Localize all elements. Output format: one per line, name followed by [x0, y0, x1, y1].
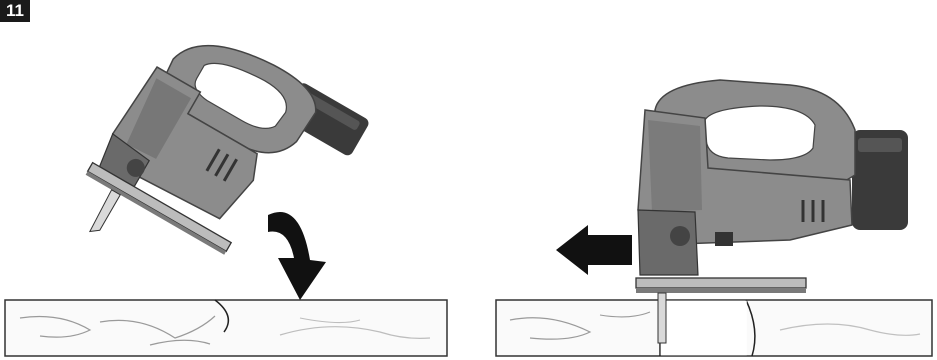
jigsaw-body-tilted: [62, 11, 371, 326]
base-plate-right: [636, 278, 806, 288]
wood-board-left: [5, 300, 447, 356]
left-arrow: [556, 225, 632, 275]
curved-down-arrow: [268, 212, 326, 300]
illustration-upright-jigsaw: [460, 0, 937, 360]
wood-board-right: [496, 300, 932, 356]
saw-blade: [88, 190, 120, 236]
saw-blade-right: [658, 293, 666, 343]
upright-jigsaw-drawing: [460, 0, 937, 360]
tilted-jigsaw-drawing: [0, 0, 460, 360]
illustration-tilted-jigsaw: [0, 0, 460, 360]
